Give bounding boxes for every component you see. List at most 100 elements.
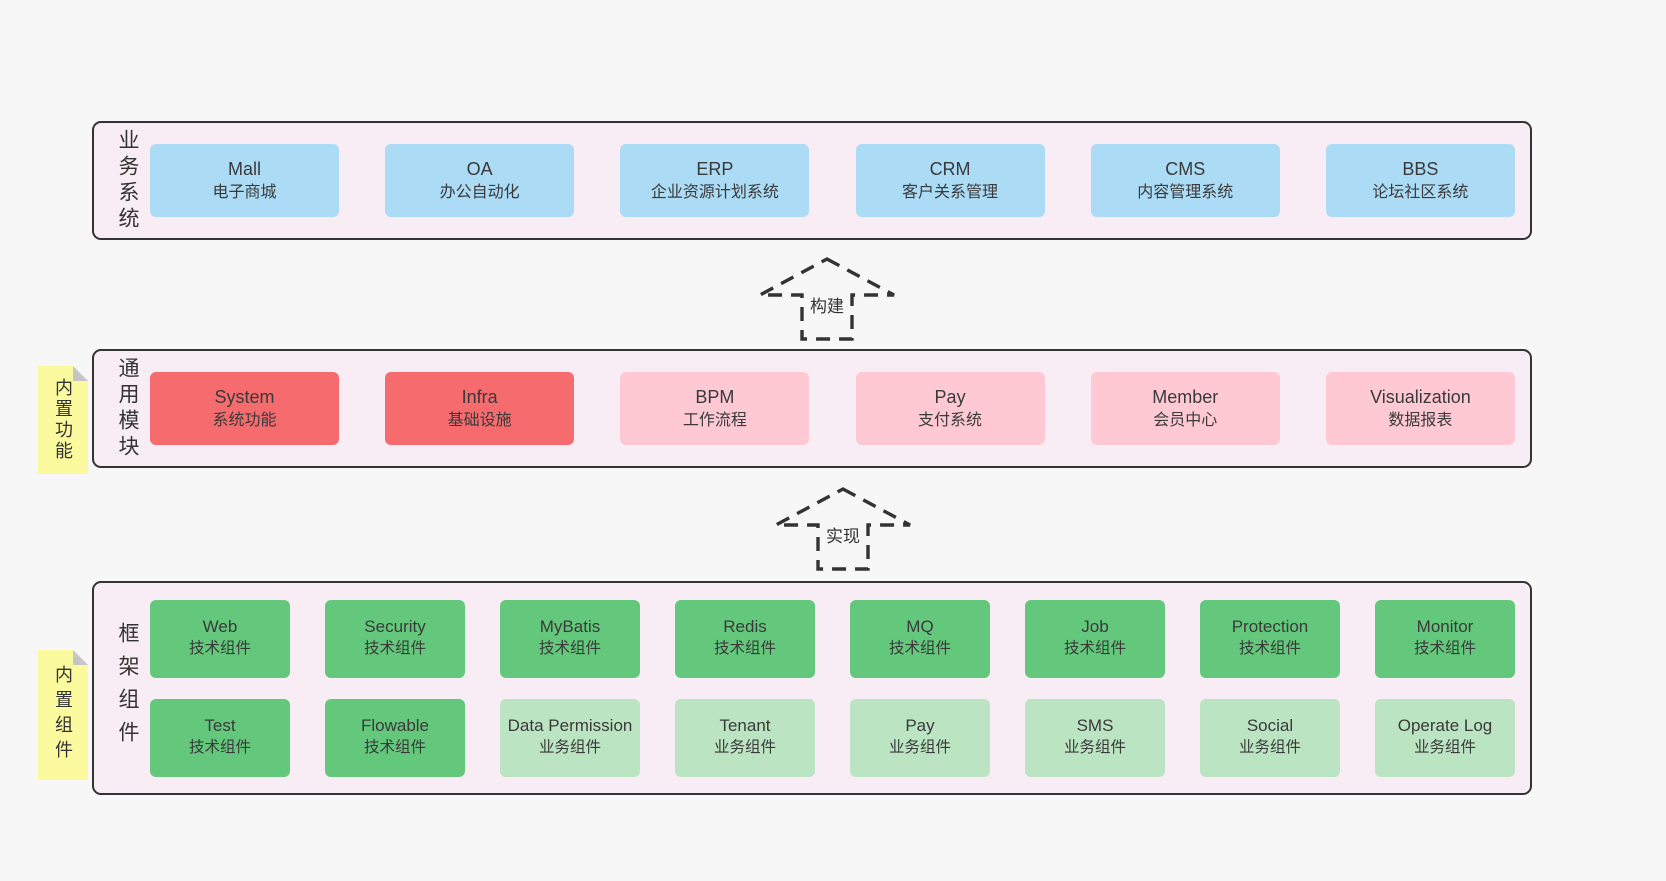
box-pay: Pay 支付系统: [855, 372, 1045, 445]
sticky-note-builtin-components: 内置组件: [38, 650, 88, 780]
box-flowable: Flowable 技术组件: [325, 698, 465, 777]
box-social: Social 业务组件: [1200, 698, 1340, 777]
box-title: Flowable: [360, 716, 430, 736]
box-mall: Mall 电子商城: [150, 144, 339, 217]
box-subtitle: 企业资源计划系统: [650, 183, 779, 201]
box-mq: MQ 技术组件: [850, 599, 990, 678]
box-title: MyBatis: [539, 617, 601, 637]
box-data-permission: Data Permission 业务组件: [500, 698, 640, 777]
box-title: OA: [466, 158, 493, 179]
box-title: SMS: [1076, 716, 1114, 736]
box-title: Job: [1081, 617, 1109, 637]
arrow-implement: 实现: [773, 486, 913, 572]
box-infra: Infra 基础设施: [385, 372, 575, 445]
box-bpm: BPM 工作流程: [620, 372, 810, 445]
box-mybatis: MyBatis 技术组件: [500, 599, 640, 678]
layer-framework-components-label: 框架组件: [116, 622, 139, 754]
box-subtitle: 业务组件: [713, 739, 776, 757]
box-title: BPM: [695, 386, 735, 407]
box-subtitle: 技术组件: [1238, 640, 1301, 658]
box-title: Web: [202, 617, 238, 637]
layer-business-systems-label: 业务系统: [116, 128, 139, 233]
box-subtitle: 技术组件: [363, 739, 426, 757]
box-cms: CMS 内容管理系统: [1090, 144, 1280, 217]
box-subtitle: 业务组件: [1063, 739, 1126, 757]
box-tenant: Tenant 业务组件: [675, 698, 815, 777]
box-subtitle: 业务组件: [1238, 739, 1301, 757]
sticky-note-builtin-features: 内置功能: [38, 366, 88, 474]
box-title: CMS: [1165, 158, 1206, 179]
box-sms: SMS 业务组件: [1025, 698, 1165, 777]
box-subtitle: 支付系统: [918, 411, 983, 429]
box-subtitle: 技术组件: [1413, 640, 1476, 658]
common-modules-boxes: System 系统功能 Infra 基础设施 BPM 工作流程 Pay 支付系统…: [148, 372, 1530, 445]
arrow-build-label: 构建: [810, 297, 844, 316]
box-title: CRM: [929, 158, 971, 179]
layer-common-modules: 通用模块 System 系统功能 Infra 基础设施 BPM 工作流程 Pay…: [92, 349, 1532, 468]
box-subtitle: 内容管理系统: [1137, 183, 1234, 201]
box-pay-biz: Pay 业务组件: [850, 698, 990, 777]
layer-business-systems: 业务系统 Mall 电子商城 OA 办公自动化 ERP 企业资源计划系统 CRM…: [92, 121, 1532, 240]
box-subtitle: 业务组件: [888, 739, 951, 757]
box-title: Visualization: [1370, 386, 1471, 407]
box-subtitle: 技术组件: [888, 640, 951, 658]
box-subtitle: 业务组件: [538, 739, 601, 757]
box-job: Job 技术组件: [1025, 599, 1165, 678]
box-subtitle: 会员中心: [1153, 411, 1218, 429]
box-title: Mall: [227, 158, 261, 179]
box-subtitle: 工作流程: [682, 411, 747, 429]
box-operate-log: Operate Log 业务组件: [1375, 698, 1515, 777]
box-subtitle: 系统功能: [212, 411, 277, 429]
box-subtitle: 业务组件: [1413, 739, 1476, 757]
box-title: Operate Log: [1397, 716, 1493, 736]
arrow-build: 构建: [757, 256, 897, 342]
box-title: MQ: [906, 617, 934, 637]
box-subtitle: 技术组件: [538, 640, 601, 658]
box-protection: Protection 技术组件: [1200, 599, 1340, 678]
box-subtitle: 技术组件: [713, 640, 776, 658]
box-title: Redis: [723, 617, 767, 637]
framework-row-1: Web 技术组件 Security 技术组件 MyBatis 技术组件 Redi…: [150, 599, 1515, 678]
box-subtitle: 办公自动化: [439, 183, 520, 201]
box-title: Social: [1246, 716, 1294, 736]
box-title: BBS: [1402, 158, 1439, 179]
box-subtitle: 技术组件: [1063, 640, 1126, 658]
box-title: Member: [1152, 386, 1219, 407]
box-subtitle: 技术组件: [188, 640, 251, 658]
box-security: Security 技术组件: [325, 599, 465, 678]
arrow-implement-label: 实现: [826, 527, 860, 546]
box-title: Security: [364, 617, 426, 637]
box-subtitle: 技术组件: [363, 640, 426, 658]
sticky-note-text: 内置功能: [53, 378, 73, 462]
box-subtitle: 电子商城: [212, 183, 277, 201]
layer-common-modules-label: 通用模块: [116, 356, 139, 461]
box-title: System: [214, 386, 275, 407]
framework-row-2: Test 技术组件 Flowable 技术组件 Data Permission …: [150, 698, 1515, 777]
box-erp: ERP 企业资源计划系统: [620, 144, 810, 217]
dashed-up-arrow-icon: [759, 257, 895, 341]
sticky-note-text: 内置组件: [53, 665, 73, 765]
box-bbs: BBS 论坛社区系统: [1325, 144, 1515, 217]
box-title: Protection: [1231, 617, 1309, 637]
box-web: Web 技术组件: [150, 599, 290, 678]
box-oa: OA 办公自动化: [385, 144, 575, 217]
box-subtitle: 论坛社区系统: [1372, 183, 1469, 201]
box-subtitle: 基础设施: [447, 411, 512, 429]
box-title: Pay: [905, 716, 935, 736]
box-subtitle: 客户关系管理: [902, 183, 999, 201]
box-title: Tenant: [719, 716, 771, 736]
box-member: Member 会员中心: [1090, 372, 1280, 445]
box-redis: Redis 技术组件: [675, 599, 815, 678]
box-system: System 系统功能: [150, 372, 339, 445]
framework-components-rows: Web 技术组件 Security 技术组件 MyBatis 技术组件 Redi…: [148, 599, 1530, 777]
box-subtitle: 数据报表: [1388, 411, 1453, 429]
box-title: Pay: [934, 386, 966, 407]
box-title: Infra: [461, 386, 498, 407]
box-monitor: Monitor 技术组件: [1375, 599, 1515, 678]
box-crm: CRM 客户关系管理: [855, 144, 1045, 217]
box-title: Test: [204, 716, 236, 736]
box-test: Test 技术组件: [150, 698, 290, 777]
box-title: Data Permission: [507, 716, 633, 736]
box-title: ERP: [696, 158, 734, 179]
